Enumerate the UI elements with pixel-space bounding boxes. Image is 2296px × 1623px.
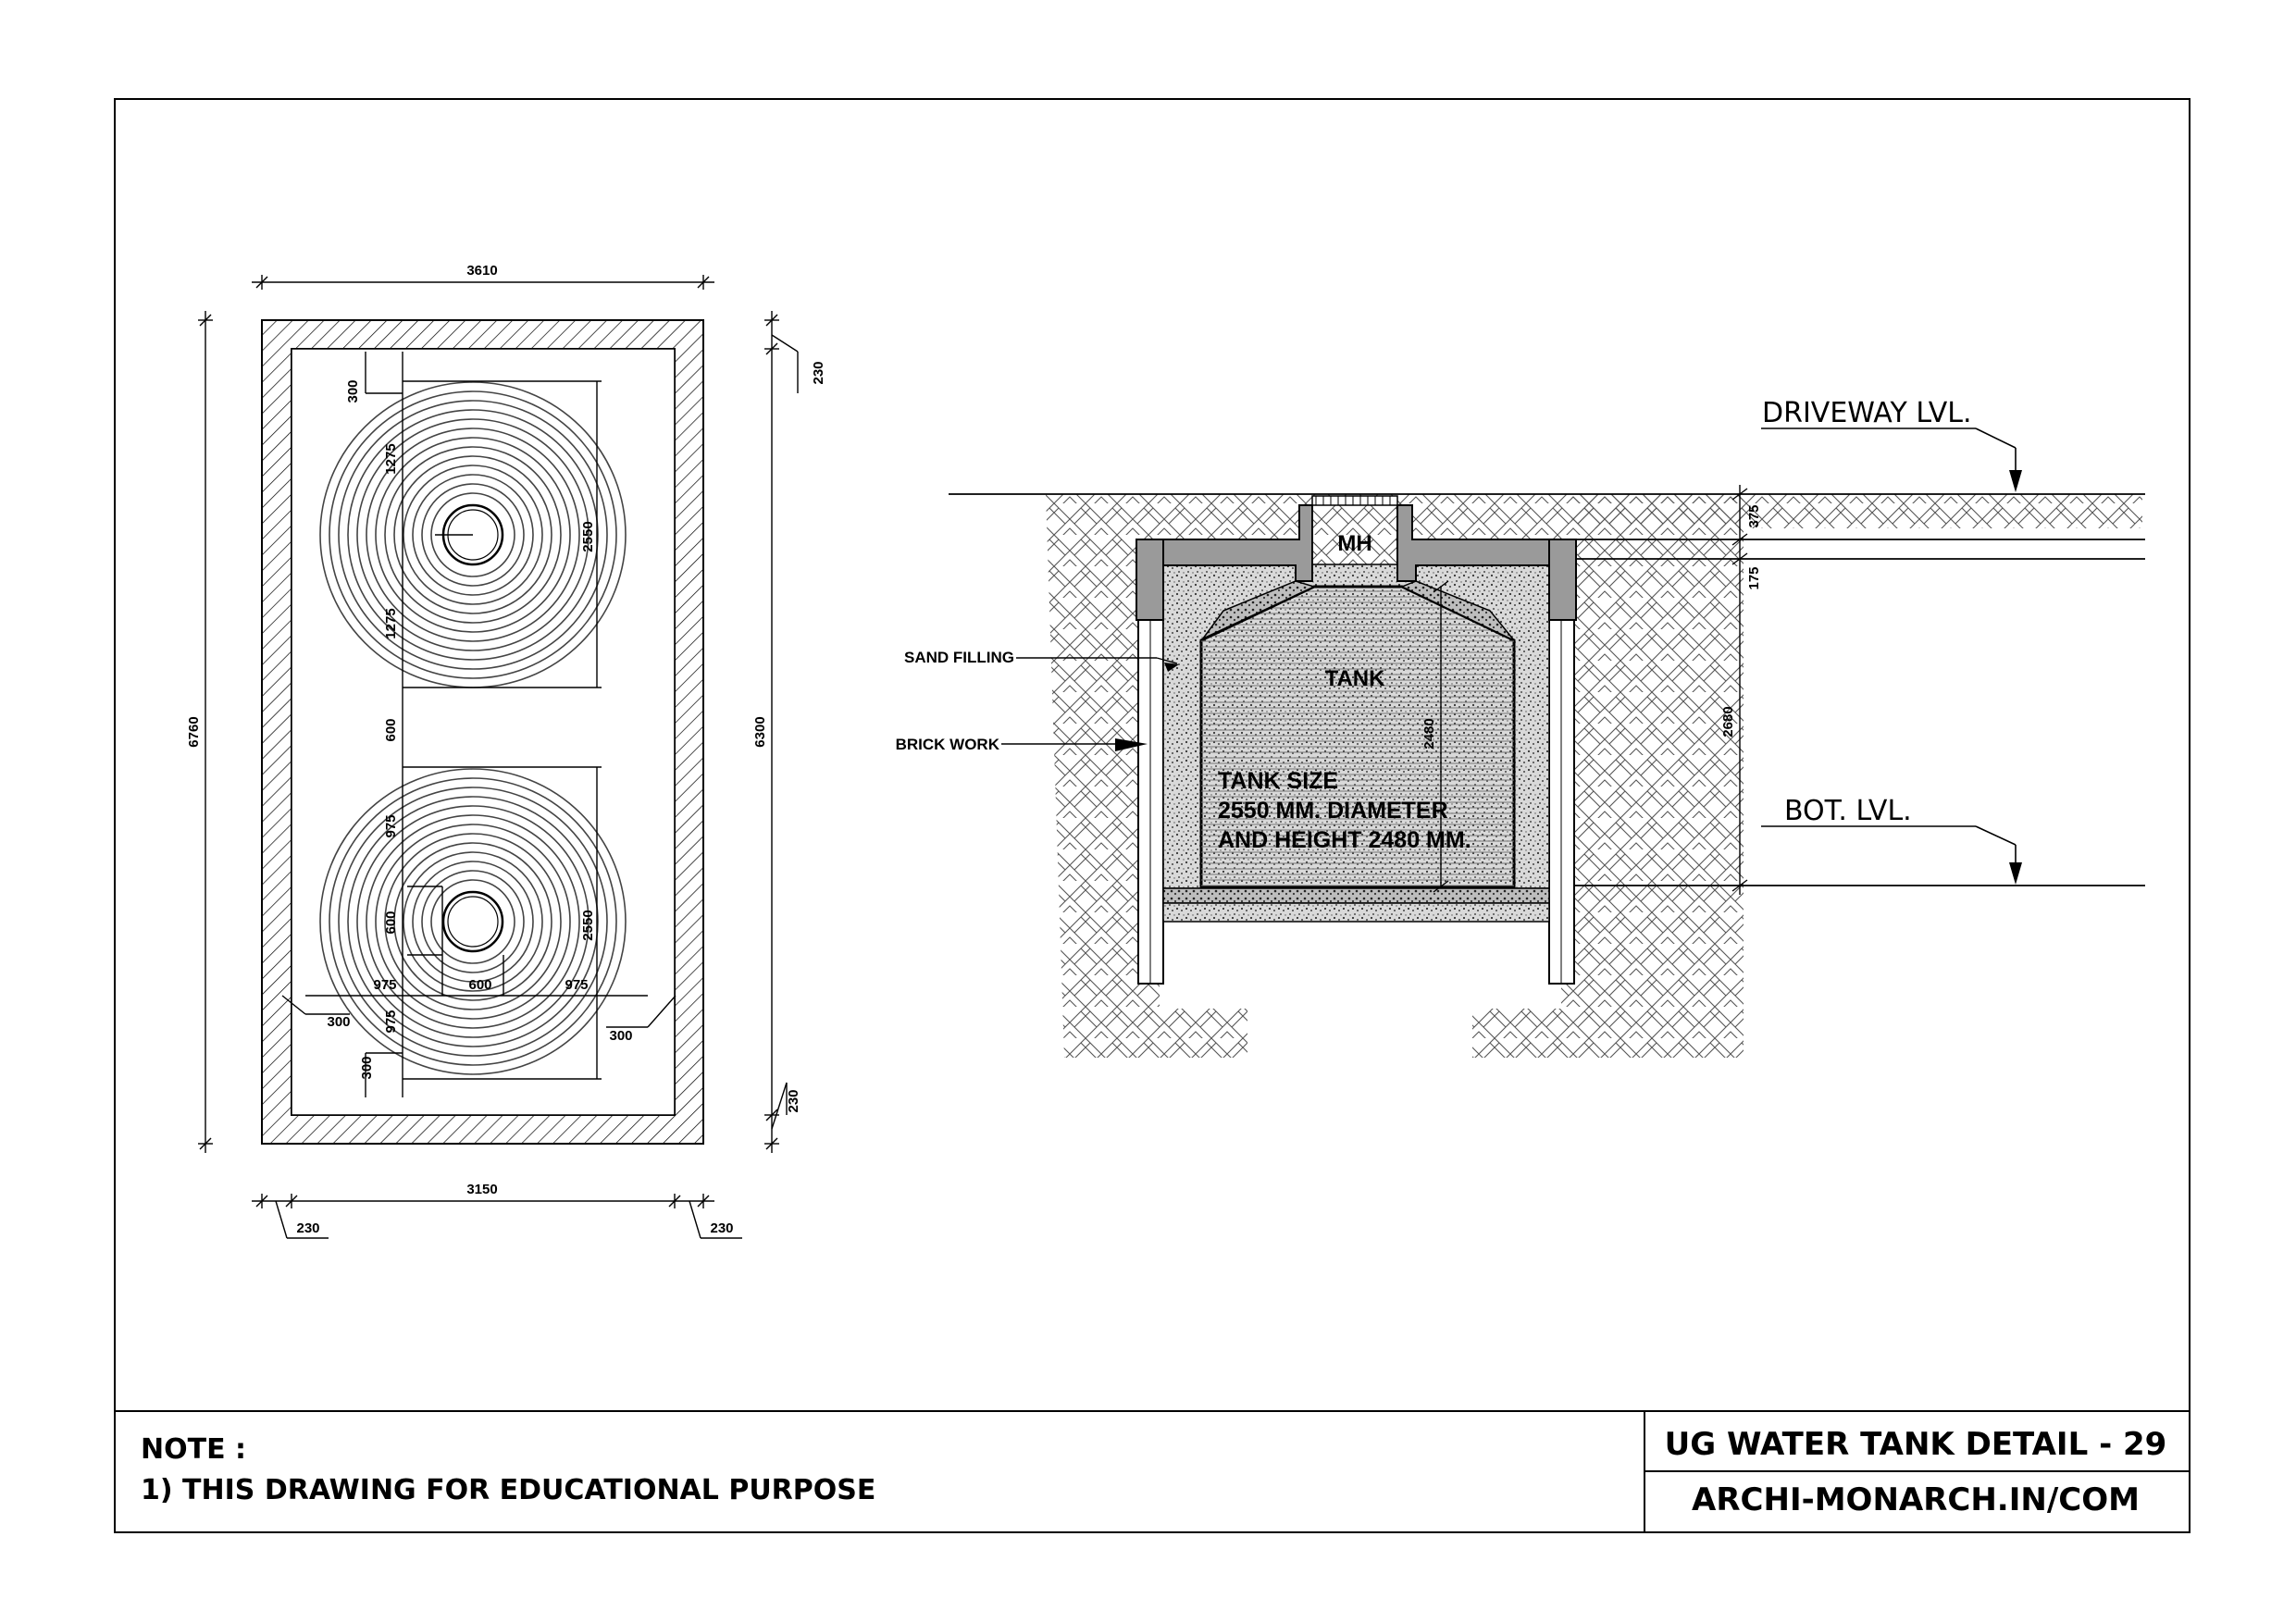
tank-size-line-3: AND HEIGHT 2480 MM. xyxy=(1218,827,1471,853)
dim-overall-length: 6760 xyxy=(186,716,202,747)
dim-t2-left-300: 300 xyxy=(327,1014,350,1030)
sheet-border xyxy=(114,98,2191,1533)
tank-label: TANK xyxy=(1325,666,1386,691)
tank-2-plan xyxy=(319,768,627,1075)
section-view: MH TANK TANK SIZE 2550 MM. DIAMETER AND … xyxy=(896,397,2145,1058)
website-label: ARCHI-MONARCH.IN/COM xyxy=(1692,1481,2140,1518)
dim-wall-right: 230 xyxy=(710,1220,733,1236)
dim-t2-left-975: 975 xyxy=(373,977,396,993)
base-slab xyxy=(1162,887,1550,904)
dim-t2-offset-bottom: 300 xyxy=(359,1056,375,1079)
title-block: NOTE : 1) THIS DRAWING FOR EDUCATIONAL P… xyxy=(115,1410,2190,1532)
dim-overall-width: 3610 xyxy=(466,263,497,279)
dim-inner-width: 3150 xyxy=(466,1182,497,1197)
note-text: 1) THIS DRAWING FOR EDUCATIONAL PURPOSE xyxy=(141,1474,875,1506)
dim-depth: 2680 xyxy=(1720,706,1736,737)
dim-slab: 375 xyxy=(1746,504,1762,527)
dim-tank-gap: 600 xyxy=(383,718,399,741)
manhole-cover xyxy=(1311,495,1398,506)
dim-neck: 175 xyxy=(1746,566,1762,589)
dim-inner-length: 6300 xyxy=(752,716,768,747)
brick-work-label: BRICK WORK xyxy=(896,736,1000,753)
dim-t1-radius-upper: 1275 xyxy=(383,443,399,474)
dim-t1-diameter: 2550 xyxy=(580,521,596,551)
dim-t2-right-300: 300 xyxy=(609,1028,632,1044)
tank-size-line-1: TANK SIZE xyxy=(1218,768,1338,794)
dim-t2-center-600: 600 xyxy=(468,977,491,993)
plan-view: 300 1275 2550 1275 600 975 600 2550 975 … xyxy=(186,263,826,1239)
top-slab xyxy=(1136,504,1313,582)
note-heading: NOTE : xyxy=(141,1433,246,1466)
dim-t2-radius-upper: 975 xyxy=(383,814,399,837)
dim-wall-left: 230 xyxy=(296,1220,319,1236)
dim-t2-right-975: 975 xyxy=(565,977,588,993)
pcc-bed xyxy=(1162,902,1550,923)
dim-wall-top: 230 xyxy=(811,361,826,384)
dim-t2-diameter: 2550 xyxy=(580,910,596,940)
dim-t1-radius-lower: 1275 xyxy=(383,608,399,638)
dim-t2-radius-lower: 975 xyxy=(383,1010,399,1033)
driveway-level-label: DRIVEWAY LVL. xyxy=(1762,397,1972,429)
tank-1-plan xyxy=(319,381,627,688)
sand-filling-label: SAND FILLING xyxy=(904,649,1014,666)
drawing-title: UG WATER TANK DETAIL - 29 xyxy=(1665,1426,2167,1463)
dim-tank-height: 2480 xyxy=(1421,718,1437,749)
manhole-label: MH xyxy=(1337,531,1371,556)
tank-size-line-2: 2550 MM. DIAMETER xyxy=(1218,798,1448,824)
bottom-level-label: BOT. LVL. xyxy=(1784,795,1912,827)
dim-t1-offset-top: 300 xyxy=(345,379,361,403)
dim-wall-bottom: 230 xyxy=(786,1089,801,1112)
dim-t2-manhole: 600 xyxy=(383,911,399,934)
